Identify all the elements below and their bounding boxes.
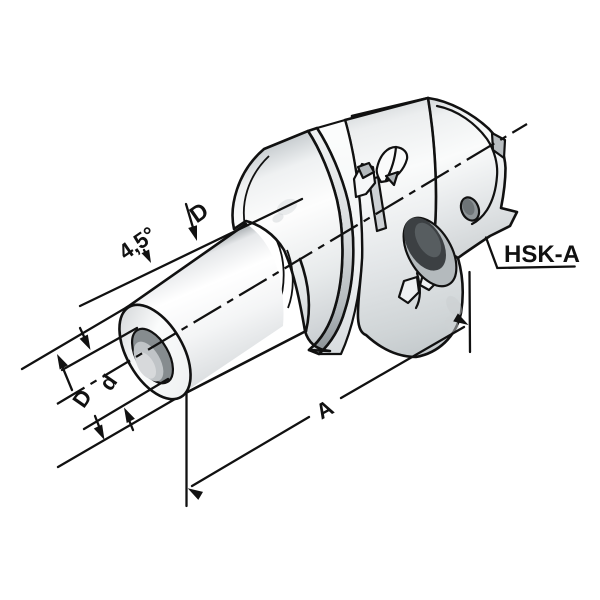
svg-text:HSK-A: HSK-A [504,241,580,268]
